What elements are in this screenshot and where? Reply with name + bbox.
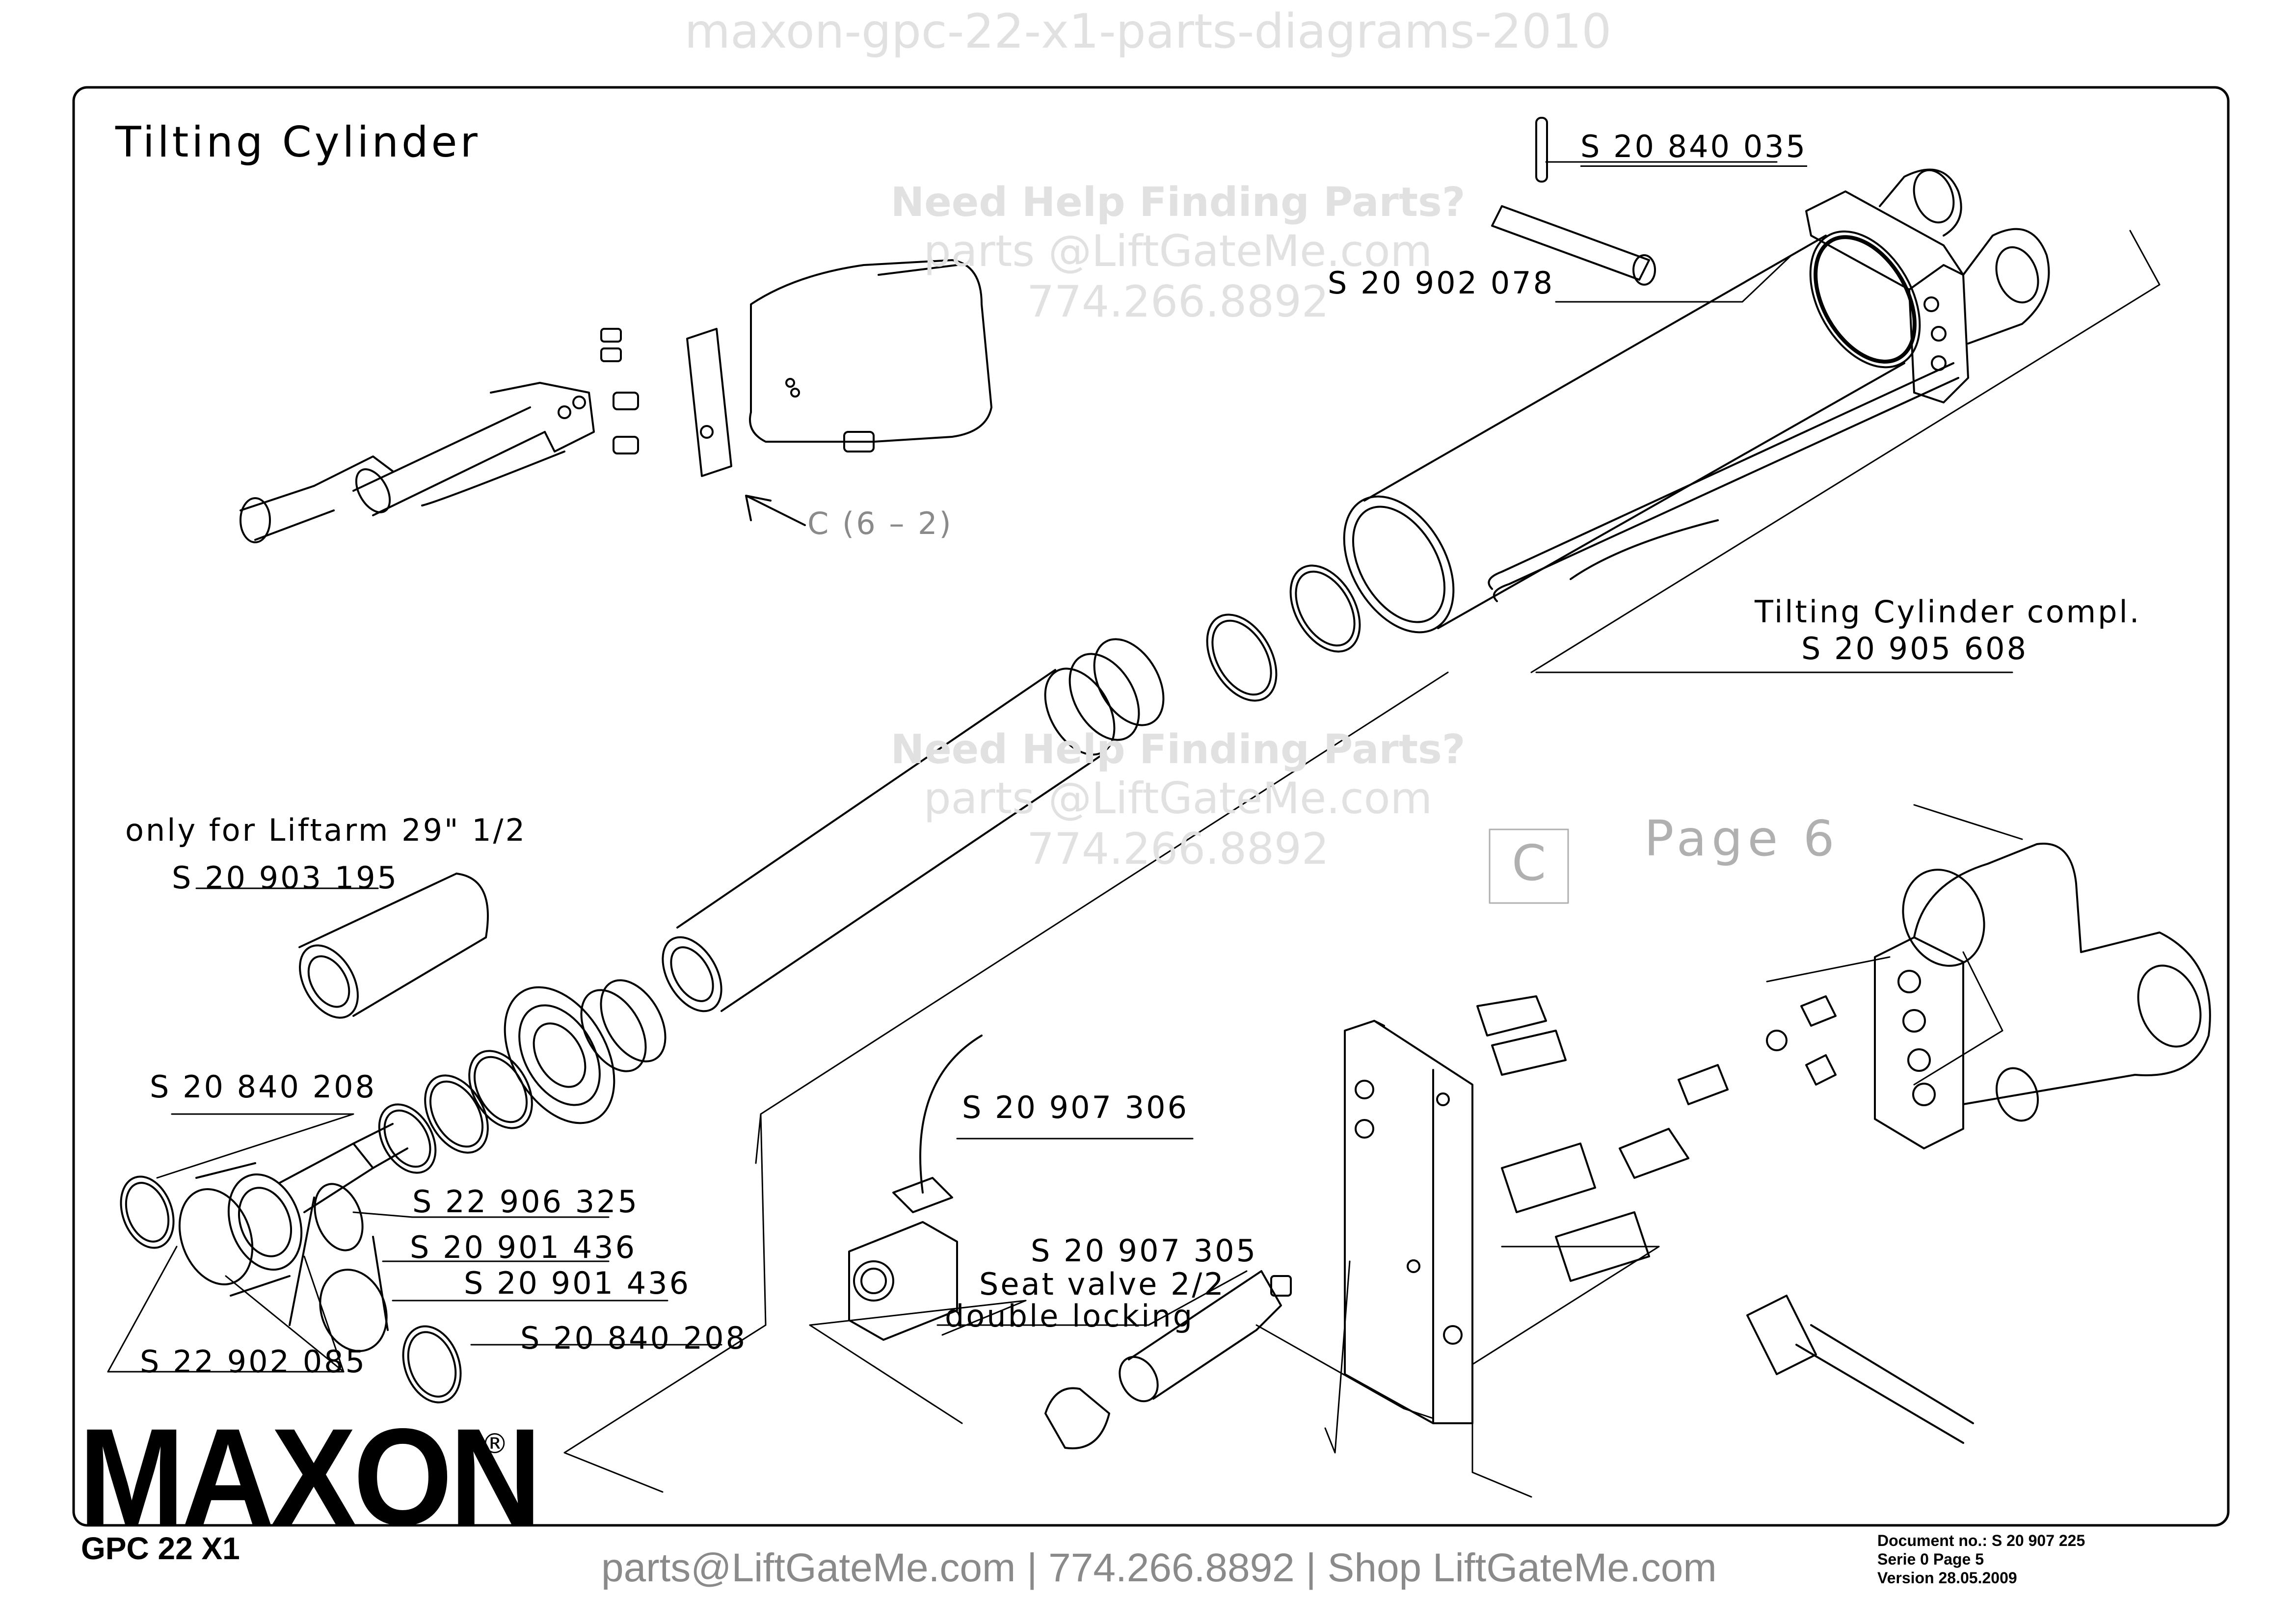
label-adapter: S 22 906 325 — [412, 1184, 640, 1220]
valve-block-cover — [686, 259, 992, 526]
seat-valve — [1044, 1270, 1292, 1450]
gland-nut — [378, 979, 667, 1174]
label-seat-valve-line1: Seat valve 2/2 — [979, 1266, 1226, 1302]
clevis-pin — [1491, 117, 1656, 286]
footer-contact: parts@LiftGateMe.com | 774.266.8892 | Sh… — [601, 1545, 1717, 1590]
page-ref-box — [1489, 828, 1569, 904]
label-solenoid: S 20 907 306 — [962, 1090, 1189, 1125]
label-extension: S 20 903 195 — [172, 860, 399, 896]
document-version: Version 28.05.2009 — [1877, 1569, 2017, 1587]
small-cylinder-assembly — [240, 328, 639, 543]
extension-piece — [298, 873, 489, 1019]
watermark-headline-2: Need Help Finding Parts? — [890, 726, 1466, 773]
manifold-block — [1344, 995, 1974, 1444]
drawing-frame — [72, 86, 2230, 1527]
document-info: Document no.: S 20 907 225 Serie 0 Page … — [1877, 1531, 2085, 1587]
watermark-email: parts @LiftGateMe.com — [923, 226, 1433, 276]
page-box-letter: C — [1512, 834, 1546, 892]
piston-rings — [1206, 564, 1361, 702]
watermark-phone-2: 774.266.8892 — [1027, 824, 1329, 874]
label-seat-valve-number: S 20 907 305 — [1031, 1233, 1258, 1269]
leader-lines — [107, 161, 2161, 1498]
label-seat-valve-line2: double locking — [945, 1298, 1195, 1334]
piston-rod — [662, 638, 1165, 1012]
label-cylinder-compl-name: Tilting Cylinder compl. — [1755, 594, 2141, 630]
model-name: GPC 22 X1 — [81, 1531, 240, 1566]
label-fitting-1: S 20 901 436 — [410, 1229, 637, 1265]
cylinder-barrel — [1343, 168, 2050, 634]
label-elbow: S 22 902 085 — [140, 1344, 367, 1380]
watermark-email-2: parts @LiftGateMe.com — [923, 773, 1433, 824]
mounting-bracket — [1874, 843, 2211, 1149]
watermark-headline: Need Help Finding Parts? — [890, 179, 1466, 226]
label-view-ref: C (6 – 2) — [807, 506, 953, 541]
watermark-block-top: Need Help Finding Parts? parts @LiftGate… — [834, 179, 1522, 327]
label-pin-top: S 20 840 035 — [1580, 129, 1808, 167]
document-serie-page: Serie 0 Page 5 — [1877, 1550, 1984, 1568]
watermark-phone: 774.266.8892 — [1027, 276, 1329, 327]
label-cylinder-compl-number: S 20 905 608 — [1801, 631, 2029, 666]
solenoid-coil — [848, 1035, 983, 1341]
label-oring-left: S 20 840 208 — [150, 1069, 377, 1105]
label-pin-side: S 20 902 078 — [1328, 265, 1555, 301]
watermark-title: maxon-gpc-22-x1-parts-diagrams-2010 — [684, 4, 1612, 59]
label-oring-bottom: S 20 840 208 — [520, 1320, 748, 1356]
document-number: Document no.: S 20 907 225 — [1877, 1532, 2085, 1549]
label-liftarm-note: only for Liftarm 29" 1/2 — [125, 812, 527, 848]
label-page-ref: Page 6 — [1644, 810, 1840, 867]
registered-mark: ® — [481, 1428, 508, 1460]
diagram-title: Tilting Cylinder — [115, 118, 481, 167]
maxon-logo: MAXON — [79, 1400, 542, 1554]
watermark-block-middle: Need Help Finding Parts? parts @LiftGate… — [834, 726, 1522, 874]
label-fitting-2: S 20 901 436 — [464, 1265, 691, 1301]
elbow-fittings — [120, 1123, 462, 1404]
